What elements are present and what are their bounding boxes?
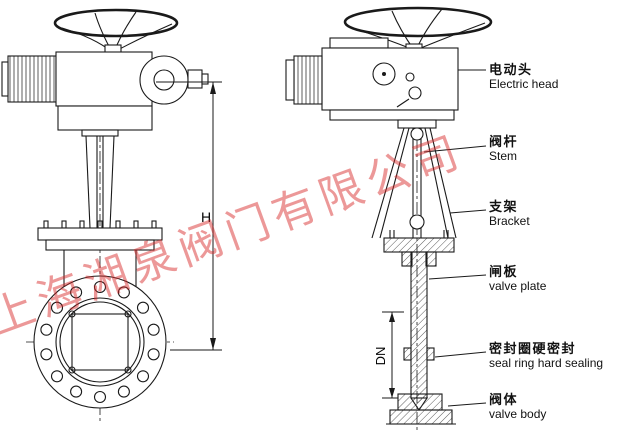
front-yoke-stem: [85, 135, 115, 229]
side-actuator: [285, 37, 459, 129]
callout-seal-ring: 密封圈硬密封 seal ring hard sealing: [489, 341, 603, 370]
callout-valve-plate: 闸板 valve plate: [489, 264, 546, 293]
side-stem: [409, 127, 425, 238]
flange-bolts: [40, 280, 160, 404]
seal-ring-label-en: seal ring hard sealing: [489, 356, 604, 370]
seal-ring-label-cn: 密封圈硬密封: [489, 341, 577, 356]
valve-plate-label-cn: 闸板: [489, 264, 519, 279]
front-bonnet-flange: [37, 220, 163, 287]
leader-bracket: [449, 209, 487, 214]
callout-electric-head: 电动头 Electric head: [489, 62, 558, 91]
bracket-label-en: Bracket: [489, 214, 530, 228]
dn-dimension: DN: [373, 311, 404, 399]
h-dimension-label: H: [201, 209, 211, 225]
leader-valve-plate: [428, 274, 487, 280]
valve-body-label-cn: 阀体: [489, 392, 519, 407]
leader-stem: [423, 145, 487, 153]
side-seal-ring: [403, 347, 435, 361]
side-view: [285, 6, 493, 432]
side-bracket: [371, 127, 457, 239]
electric-head-label-en: Electric head: [489, 77, 559, 91]
front-valve-body: [33, 275, 167, 409]
stem-label-cn: 阀杆: [489, 134, 519, 149]
stem-label-en: Stem: [489, 149, 518, 163]
callout-stem: 阀杆 Stem: [489, 134, 518, 163]
valve-body-label-en: valve body: [489, 407, 547, 421]
leader-seal-ring: [434, 351, 487, 358]
side-valve-plate: [409, 251, 429, 411]
electric-head-label-cn: 电动头: [489, 62, 533, 77]
dn-dimension-label: DN: [373, 347, 388, 366]
valve-plate-label-en: valve plate: [489, 279, 547, 293]
leader-valve-body: [447, 402, 487, 407]
callout-leader-lines: [423, 69, 487, 407]
bracket-label-cn: 支架: [489, 199, 519, 214]
side-valve-body: [386, 393, 456, 425]
front-view: [1, 8, 209, 422]
callout-bracket: 支架 Bracket: [489, 199, 530, 228]
callout-valve-body: 阀体 valve body: [489, 392, 546, 421]
front-handwheel-icon: [53, 8, 179, 59]
front-actuator: [1, 51, 209, 137]
h-dimension: H: [156, 81, 222, 351]
